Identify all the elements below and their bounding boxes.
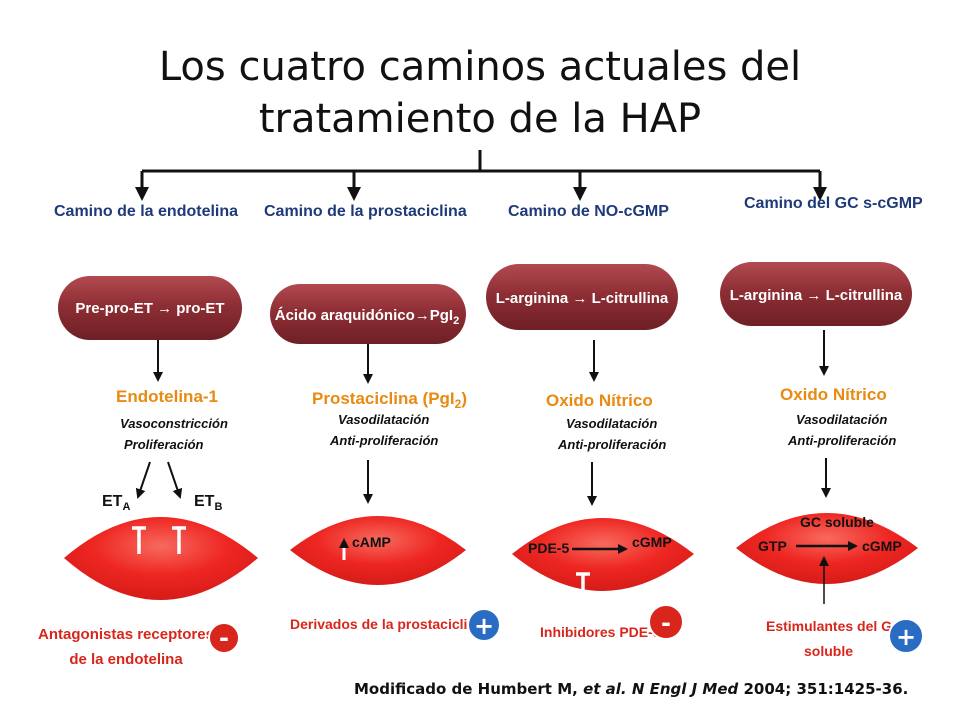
minus-badge (648, 604, 684, 640)
precursor-label: Ácido araquidónico→PgI2 (275, 307, 459, 327)
mediator-label: Prostaciclina (PgI2) (312, 389, 467, 411)
effect-label: Vasodilatación (796, 412, 887, 427)
drug-label: Inhibidores PDE-5 (540, 624, 661, 640)
precursor-pill (486, 264, 678, 330)
precursor-pill (270, 284, 466, 344)
effect-label: Vasodilatación (566, 416, 657, 431)
precursor-label: L-arginina → L-citrullina (496, 290, 669, 307)
drug-label: soluble (804, 643, 853, 659)
title-line-1: Los cuatro caminos actuales del (159, 44, 801, 90)
pathway-name-prostaciclina: Camino de la prostaciclina (264, 203, 467, 220)
inhibition-mark (576, 572, 590, 594)
receptor-eta-label: ETA (102, 493, 130, 513)
lens-top-label: GC soluble (800, 514, 874, 530)
cell-lens (512, 518, 694, 591)
minus-badge (208, 622, 240, 654)
cell-lens (64, 517, 258, 600)
lens-right-label: cGMP (632, 534, 672, 550)
column-endotelina: Pre-pro-ET → pro-ET Endotelina-1 Vasocon… (38, 276, 258, 668)
pathway-name-gc-cgmp: Camino del GC s-cGMP (744, 195, 923, 212)
effect-label: Anti-proliferación (557, 437, 666, 452)
lens-right-label: cGMP (862, 538, 902, 554)
lens-label: cAMP (352, 534, 391, 550)
pathway-name-no-cgmp: Camino de NO-cGMP (508, 203, 669, 220)
drug-label: Antagonistas receptores (38, 626, 214, 643)
column-prostaciclina: Ácido araquidónico→PgI2 Prostaciclina (P… (270, 284, 501, 642)
mediator-label: Oxido Nítrico (780, 385, 887, 404)
precursor-pill (58, 276, 242, 340)
drug-label: Derivados de la prostaciclina (290, 616, 484, 632)
precursor-label: Pre-pro-ET → pro-ET (75, 300, 224, 317)
mediator-label: Oxido Nítrico (546, 391, 653, 410)
drug-label: de la endotelina (69, 651, 183, 668)
plus-badge (888, 618, 924, 654)
effect-label: Vasoconstricción (120, 416, 228, 431)
svg-text:+: + (896, 623, 916, 651)
title-line-2: tratamiento de la HAP (259, 96, 701, 142)
plus-badge (467, 608, 501, 642)
column-gc-cgmp: L-arginina → L-citrullina Oxido Nítrico … (720, 262, 924, 659)
bracket-connector (135, 150, 827, 201)
effect-label: Anti-proliferación (329, 433, 438, 448)
inhibition-mark (132, 526, 186, 554)
precursor-label: L-arginina → L-citrullina (730, 287, 903, 304)
drug-label: Estimulantes del GC (766, 618, 902, 634)
cell-lens (736, 513, 918, 584)
effect-label: Vasodilatación (338, 412, 429, 427)
lens-left-label: GTP (758, 538, 787, 554)
pathway-name-endotelina: Camino de la endotelina (54, 203, 238, 220)
citation: Modificado de Humbert M, et al. N Engl J… (354, 680, 909, 698)
svg-text:-: - (661, 609, 671, 637)
svg-text:-: - (219, 624, 229, 652)
precursor-pill (720, 262, 912, 326)
svg-text:+: + (474, 612, 494, 640)
effect-label: Proliferación (124, 437, 204, 452)
receptor-etb-label: ETB (194, 493, 222, 513)
mediator-label: Endotelina-1 (116, 387, 218, 406)
column-no-cgmp: L-arginina → L-citrullina Oxido Nítrico … (486, 264, 694, 640)
effect-label: Anti-proliferación (787, 433, 896, 448)
cell-lens (290, 516, 466, 585)
lens-left-label: PDE-5 (528, 540, 569, 556)
